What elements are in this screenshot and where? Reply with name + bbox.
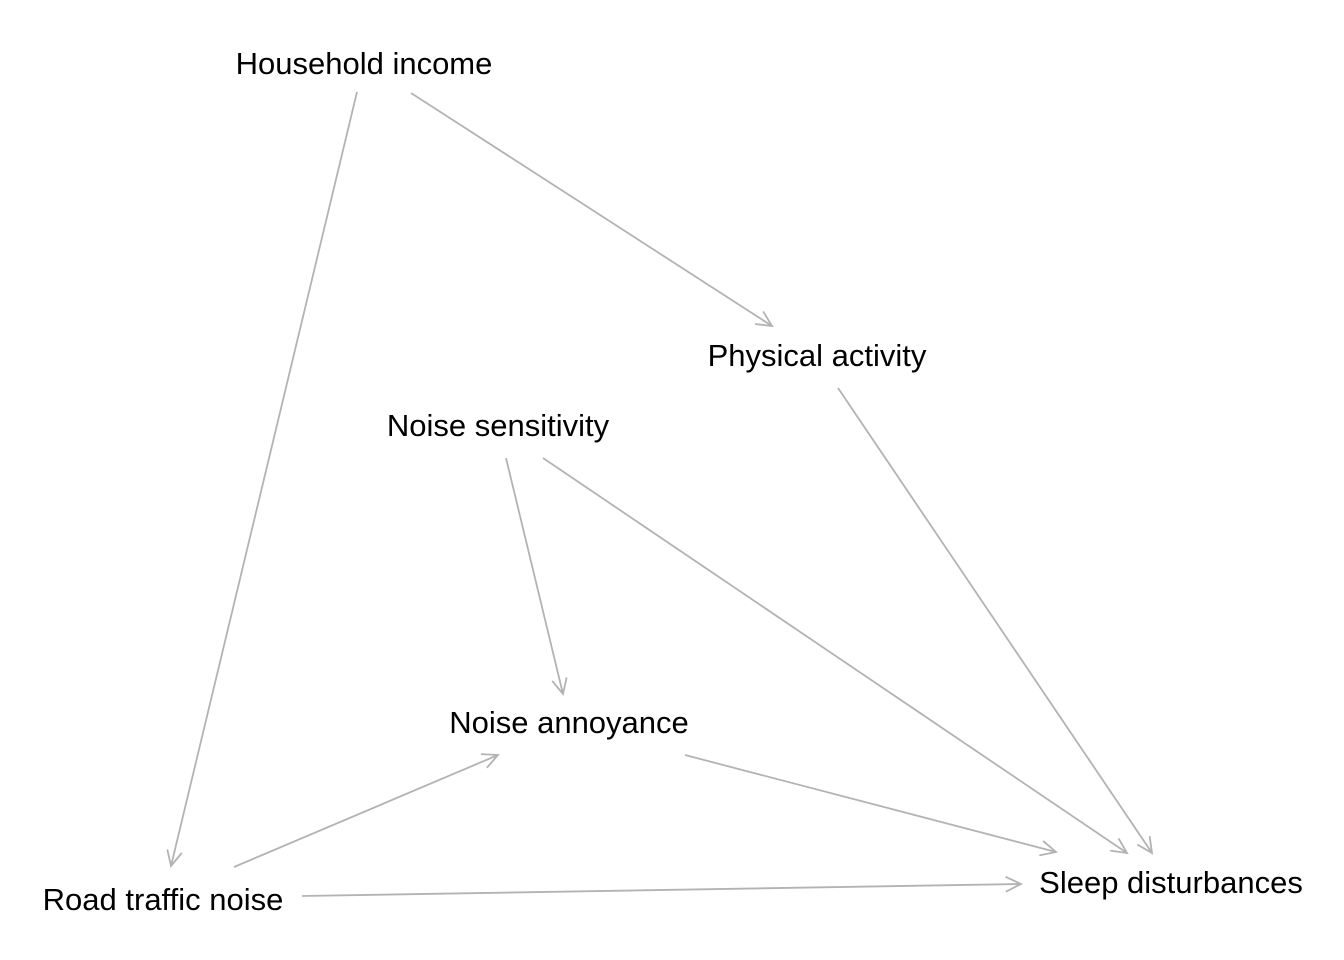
node-household-income: Household income xyxy=(236,46,493,81)
node-noise-annoyance: Noise annoyance xyxy=(449,705,689,740)
edge-noise-sensitivity-to-sleep-disturbances xyxy=(542,457,1128,854)
arrowhead-icon xyxy=(755,310,774,328)
edge-noise-sensitivity-to-noise-annoyance xyxy=(505,457,564,695)
node-physical-activity: Physical activity xyxy=(708,338,927,373)
node-sleep-disturbances: Sleep disturbances xyxy=(1039,865,1303,900)
edge-household-income-to-physical-activity xyxy=(410,92,773,327)
arrowhead-icon xyxy=(480,753,500,769)
node-noise-sensitivity: Noise sensitivity xyxy=(387,408,610,443)
arrowhead-icon xyxy=(1039,840,1058,857)
arrowhead-icon xyxy=(1110,837,1129,855)
edge-household-income-to-road-traffic-noise xyxy=(170,91,358,867)
edge-road-traffic-noise-to-sleep-disturbances xyxy=(301,883,1022,897)
nodes-layer: Household income Physical activity Noise… xyxy=(43,46,1303,917)
arrowhead-icon xyxy=(166,849,183,868)
edges-layer xyxy=(166,91,1154,897)
arrowhead-icon xyxy=(551,677,568,696)
arrowhead-icon xyxy=(1005,875,1024,893)
node-road-traffic-noise: Road traffic noise xyxy=(43,882,284,917)
edge-noise-annoyance-to-sleep-disturbances xyxy=(684,754,1057,853)
arrowhead-icon xyxy=(1136,836,1154,855)
edge-physical-activity-to-sleep-disturbances xyxy=(837,387,1153,854)
edge-road-traffic-noise-to-noise-annoyance xyxy=(233,754,499,868)
